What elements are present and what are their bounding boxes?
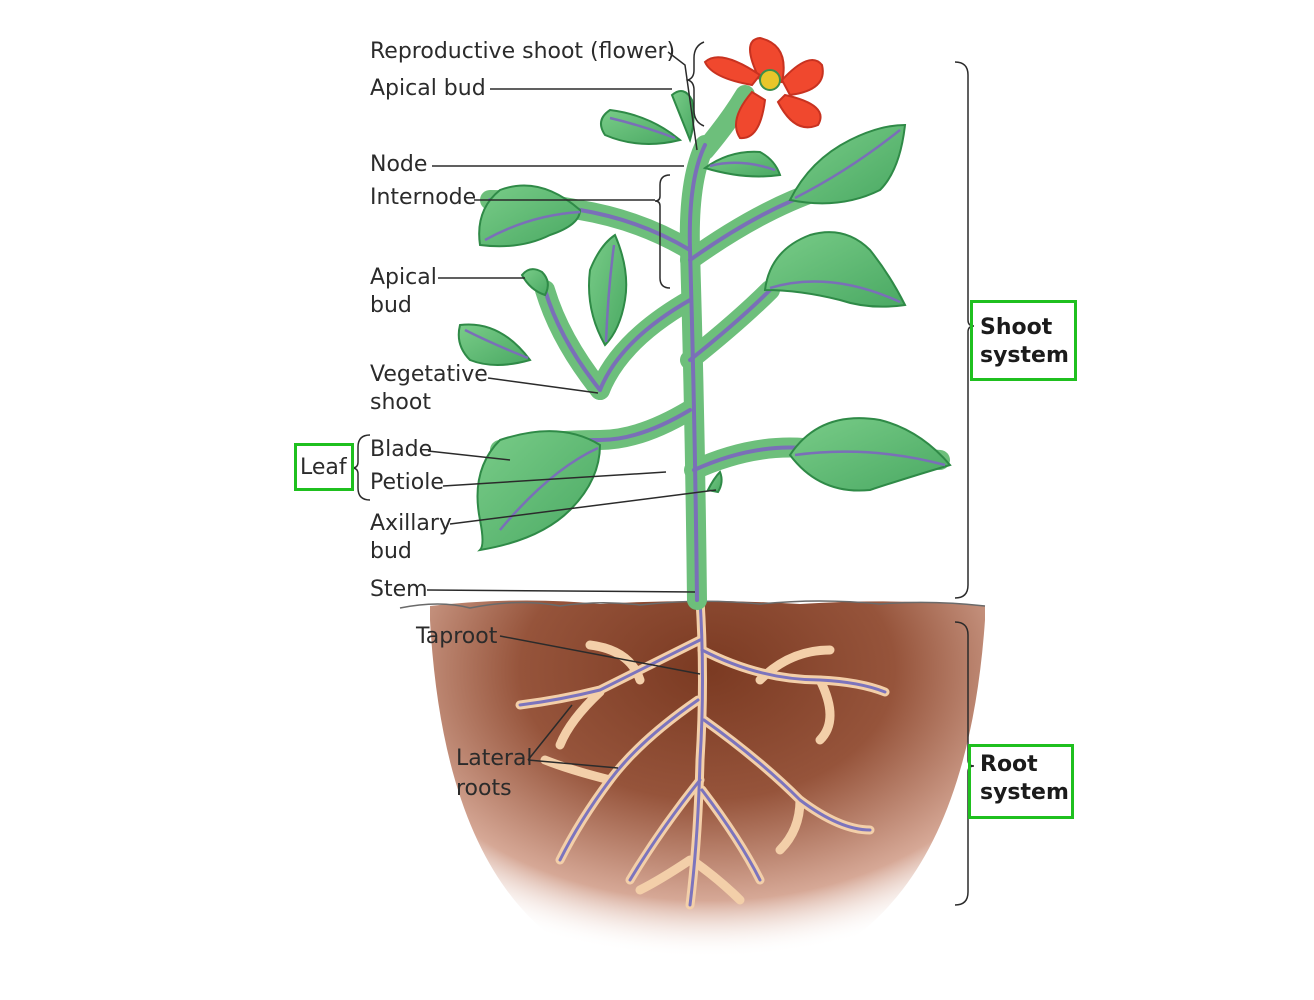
label-leaf: Leaf — [300, 455, 347, 480]
label-reproductive-shoot: Reproductive shoot (flower) — [370, 39, 676, 64]
leaf-mid-left — [478, 184, 582, 248]
label-root-system-line1: Root — [980, 752, 1038, 777]
label-apical-bud-side-line1: Apical — [370, 265, 437, 290]
label-lateral-roots-line2: roots — [456, 776, 512, 801]
root-system-highlight-box — [968, 744, 1074, 819]
label-axillary-bud-line2: bud — [370, 539, 412, 564]
flower — [703, 36, 824, 140]
leaf-veins — [464, 116, 946, 531]
label-root-system-line2: system — [980, 780, 1069, 805]
shoot-system-highlight-box — [970, 300, 1077, 381]
label-shoot-system-line1: Shoot — [980, 315, 1053, 340]
label-axillary-bud-line1: Axillary — [370, 511, 452, 536]
leaf-mid-right — [788, 123, 907, 205]
label-petiole: Petiole — [370, 470, 444, 495]
roots — [515, 595, 890, 910]
label-apical-bud-side-line2: bud — [370, 293, 412, 318]
label-shoot-system-line2: system — [980, 343, 1069, 368]
label-blade: Blade — [370, 437, 433, 462]
leaf-right-curled — [763, 231, 907, 308]
leader-lines — [351, 41, 975, 906]
label-taproot: Taproot — [416, 624, 498, 649]
label-node: Node — [370, 152, 428, 177]
axillary-bud-shape — [706, 470, 723, 494]
label-vegetative-shoot-line2: shoot — [370, 390, 431, 415]
label-internode: Internode — [370, 185, 477, 210]
leaf-highlight-box — [294, 443, 354, 491]
label-vegetative-shoot-line1: Vegetative — [370, 362, 488, 387]
leaf-lower-right — [788, 417, 952, 492]
apical-bud-side-shape — [520, 268, 549, 297]
label-lateral-roots-line1: Lateral — [456, 746, 533, 771]
label-apical-bud-top: Apical bud — [370, 76, 486, 101]
leaves — [457, 90, 952, 552]
label-stem: Stem — [370, 577, 428, 602]
leaf-upright — [588, 233, 628, 347]
